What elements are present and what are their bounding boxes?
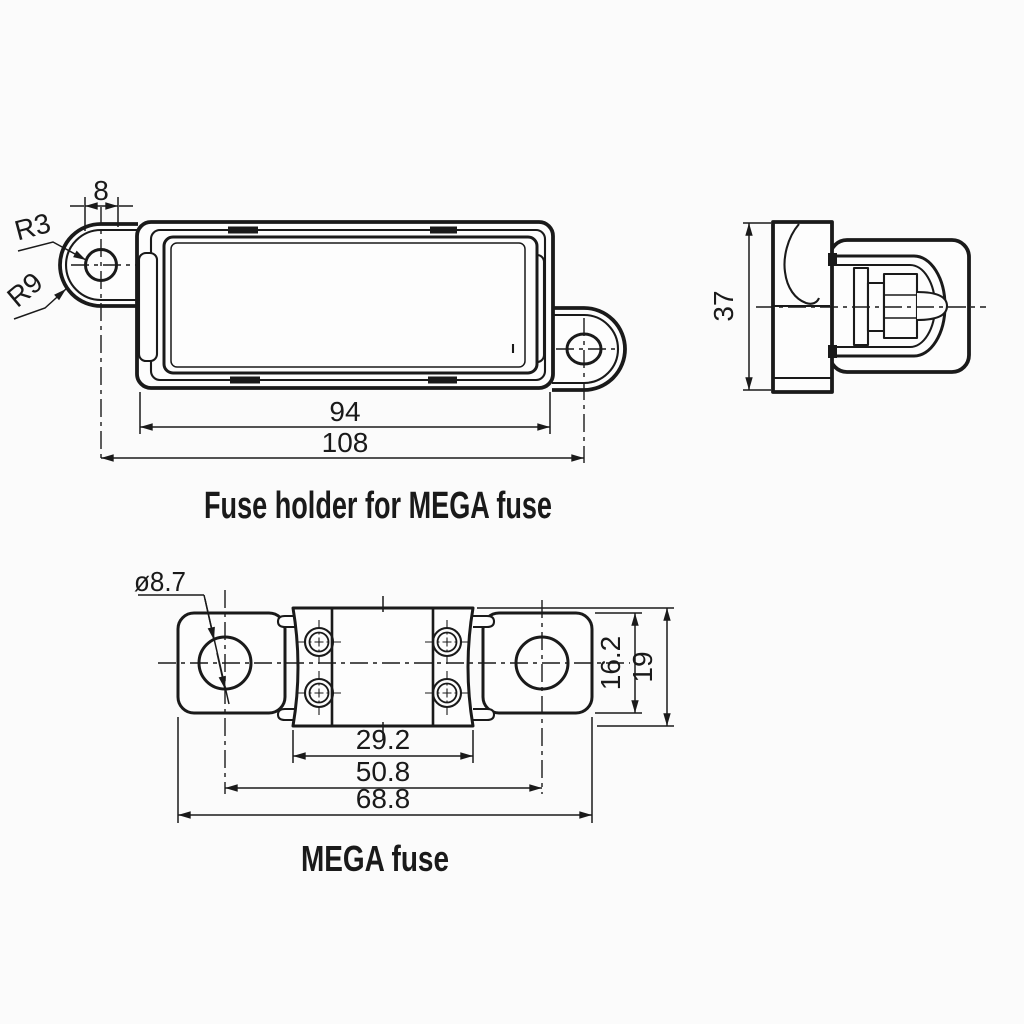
holder-left-mount-tab-inner [65, 228, 138, 302]
dim-terminal-width: 16.2 [595, 612, 642, 714]
fuse-rivet [297, 671, 341, 715]
holder-window-outer [162, 235, 539, 375]
dim-29-2-label: 29.2 [356, 724, 411, 755]
clamp-end-cap [828, 345, 837, 358]
holder-window-inner [170, 242, 526, 368]
dim-68-8-label: 68.8 [356, 783, 411, 814]
lid-notch [228, 226, 258, 234]
dim-body-width: 19 [477, 607, 674, 727]
fuse-rivet [297, 620, 341, 664]
flange-clip-profile [783, 223, 820, 305]
terminal-step [276, 614, 297, 629]
dim-body-length: 94 [139, 392, 551, 434]
bolt-tip [916, 290, 949, 322]
dim-side-height: 37 [708, 222, 771, 391]
holder-title: Fuse holder for MEGA fuse [204, 485, 552, 527]
fuse-holder-front-view: 8 R3 R9 94 108 Fuse holder for MEGA fuse [1, 175, 627, 527]
dim-108-label: 108 [322, 427, 369, 458]
mega-fuse-top-view: ø8.7 29.2 50.8 68.8 16.2 [134, 566, 674, 879]
dim-8-label: 8 [93, 175, 109, 206]
terminal-step [473, 614, 496, 629]
dim-94-label: 94 [329, 396, 360, 427]
terminal-step [473, 707, 496, 722]
lid-notch [428, 376, 457, 384]
dim-mount-hole-spacing: 108 [100, 427, 585, 462]
fuse-rivet [425, 671, 469, 715]
dim-center-body-length: 29.2 [292, 724, 474, 763]
dim-hole-center-spacing: 50.8 [224, 756, 543, 792]
dim-r3-label: R3 [11, 207, 54, 246]
holder-right-mount-tab-inner [552, 313, 620, 385]
bolt-nut [882, 272, 919, 340]
dim-tab-radius-callout: R9 [1, 266, 67, 320]
dim-hole-diameter-label: ø8.7 [134, 566, 186, 597]
fuse-holder-side-view: 37 [708, 220, 986, 394]
holder-centerlines [71, 207, 616, 463]
lid-notch [430, 226, 457, 234]
dim-16-2-label: 16.2 [595, 636, 626, 691]
dim-50-8-label: 50.8 [356, 756, 411, 787]
dim-37-label: 37 [708, 290, 739, 321]
fuse-centerlines [158, 590, 630, 794]
dim-terminal-hole-diameter: ø8.7 [134, 566, 230, 705]
dim-19-label: 19 [627, 651, 658, 682]
holder-left-latch [137, 251, 159, 363]
dim-mount-tab-offset: 8 [70, 175, 133, 231]
clamp-end-cap [828, 253, 837, 266]
dim-overall-length: 68.8 [177, 717, 593, 823]
dim-r9-label: R9 [1, 266, 48, 313]
terminal-step [276, 707, 297, 722]
fuse-body [291, 606, 475, 728]
fuse-title: MEGA fuse [301, 838, 449, 879]
fuse-rivet [425, 620, 469, 664]
lid-notch [230, 376, 260, 384]
